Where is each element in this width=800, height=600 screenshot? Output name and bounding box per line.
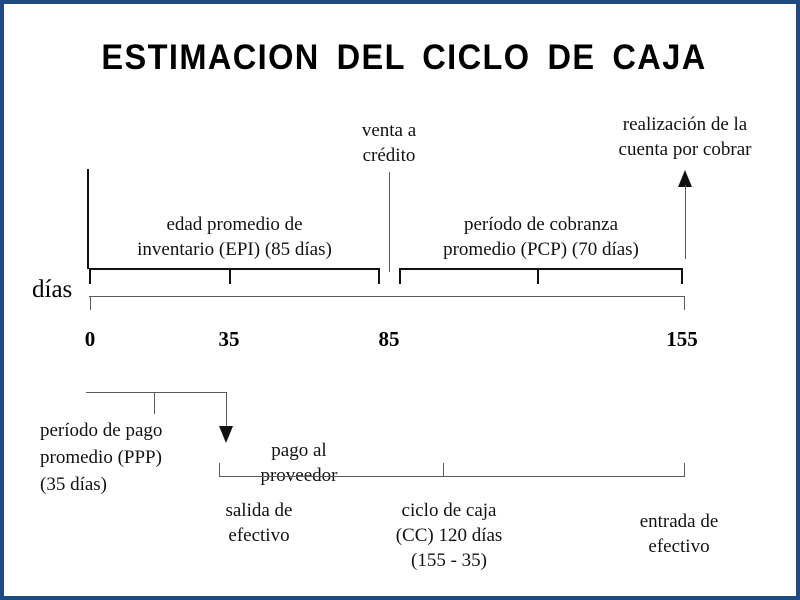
- connector-ppp-arrow: [226, 392, 227, 428]
- axis-tick-label-35: 35: [218, 327, 240, 351]
- bracket-epi-mid-tick: [229, 268, 231, 284]
- label-salida-de-efectivo: salida de efectivo: [225, 500, 293, 546]
- label-realizacion-cuenta-por-cobrar: realización de la cuenta por cobrar: [618, 114, 752, 160]
- label-ppp: período de pago promedio (PPP) (35 días): [40, 420, 163, 495]
- axis-tick-label-155: 155: [666, 327, 698, 351]
- bracket-ciclo-caja-left-tick: [219, 463, 220, 477]
- connector-venta-credito: [389, 172, 390, 272]
- axis-tick-start: [90, 296, 91, 310]
- page-title: ESTIMACION DEL CICLO DE CAJA: [101, 38, 707, 77]
- bracket-pcp-left-tick: [399, 268, 401, 284]
- bracket-pcp-right-tick: [681, 268, 683, 284]
- arrow-up-icon: [678, 170, 692, 187]
- bracket-ciclo-caja-line: [219, 476, 685, 477]
- bracket-epi-left-tick: [89, 268, 91, 284]
- label-venta-a-credito: venta a crédito: [361, 120, 417, 166]
- label-epi: edad promedio de inventario (EPI) (85 dí…: [137, 214, 332, 260]
- label-entrada-de-efectivo: entrada de efectivo: [639, 511, 719, 557]
- label-ciclo-de-caja: ciclo de caja (CC) 120 días (155 - 35): [395, 500, 503, 571]
- axis-unit-label: días: [32, 276, 73, 303]
- bracket-epi-right-tick: [378, 268, 380, 284]
- marker-inicio-dias: [87, 169, 89, 269]
- bracket-ppp-top: [86, 392, 227, 393]
- bracket-pcp-mid-tick: [537, 268, 539, 284]
- time-axis-line: [89, 296, 685, 297]
- bracket-ciclo-caja-right-tick: [684, 463, 685, 477]
- axis-tick-label-0: 0: [84, 327, 96, 351]
- axis-tick-end: [684, 296, 685, 310]
- axis-tick-label-85: 85: [378, 327, 400, 351]
- bracket-pcp-top: [399, 268, 683, 270]
- connector-realizacion: [685, 185, 686, 259]
- bracket-ppp-mid-tick: [154, 392, 155, 414]
- label-pago-al-proveedor: pago al proveedor: [260, 440, 338, 486]
- arrow-down-icon: [219, 426, 233, 443]
- bracket-ciclo-caja-mid-tick: [443, 463, 444, 477]
- bracket-epi-top: [89, 268, 380, 270]
- label-pcp: período de cobranza promedio (PCP) (70 d…: [443, 214, 639, 260]
